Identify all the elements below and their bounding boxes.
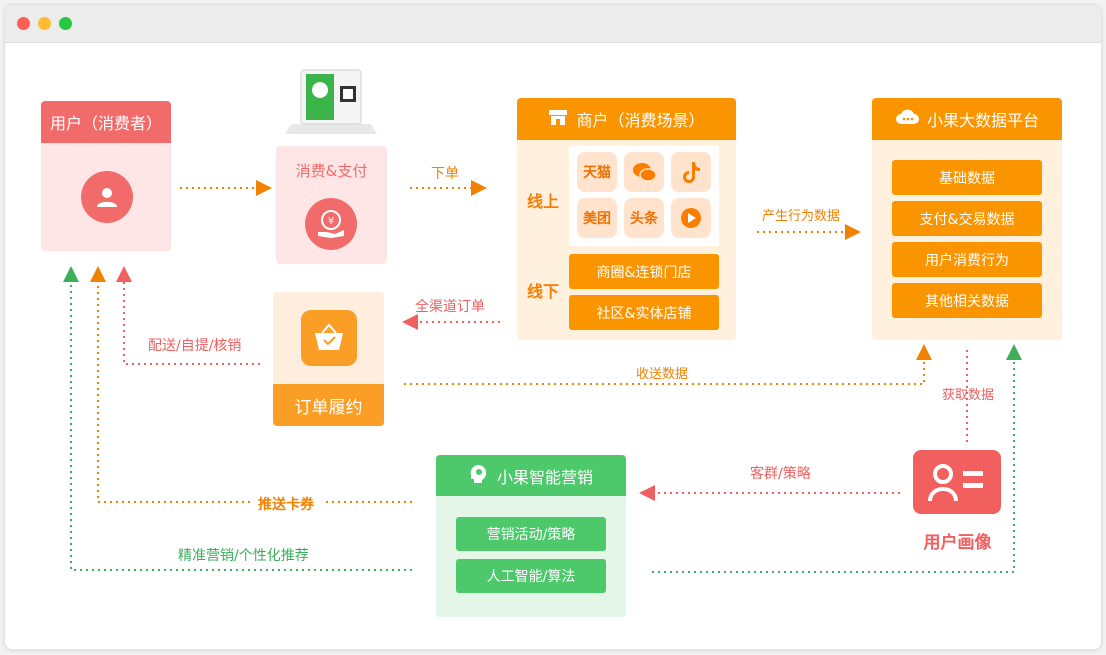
label-push-coupon: 推送卡券 xyxy=(250,494,322,514)
order-node: 订单履约 xyxy=(273,292,384,426)
bigdata-item-2: 用户消费行为 xyxy=(892,242,1042,277)
user-icon xyxy=(81,171,133,223)
marketing-item-1: 人工智能/算法 xyxy=(456,559,606,593)
marketing-node: 小果智能营销 营销活动/策略 人工智能/算法 xyxy=(436,455,626,617)
merchant-title: 商户（消费场景） xyxy=(576,111,705,130)
minimize-window-button[interactable] xyxy=(38,17,51,30)
online-apps-panel: 天猫 美团 头条 xyxy=(569,146,719,246)
cloud-icon xyxy=(895,108,919,130)
marketing-item-0: 营销活动/策略 xyxy=(456,517,606,551)
marketing-header: 小果智能营销 xyxy=(436,455,626,496)
pay-node: 消费&支付 ¥ xyxy=(276,146,387,264)
kuaishou-icon xyxy=(671,198,711,238)
label-receive-data: 收送数据 xyxy=(636,367,689,382)
app-meituan: 美团 xyxy=(577,198,617,238)
marketing-title: 小果智能营销 xyxy=(496,467,593,487)
close-window-button[interactable] xyxy=(17,17,30,30)
yuan-hand-icon: ¥ xyxy=(305,198,357,250)
label-place-order: 下单 xyxy=(431,166,459,182)
payment-terminal-icon xyxy=(285,68,377,140)
title-bar xyxy=(5,5,1101,43)
bigdata-item-1: 支付&交易数据 xyxy=(892,201,1042,236)
wechat-icon xyxy=(624,152,664,192)
id-card-icon xyxy=(913,450,1001,514)
pay-title: 消费&支付 xyxy=(295,162,368,180)
zoom-window-button[interactable] xyxy=(59,17,72,30)
basket-icon xyxy=(301,310,357,366)
portrait-title: 用户画像 xyxy=(923,533,992,553)
user-node: 用户（消费者） xyxy=(41,101,171,251)
bigdata-node: 小果大数据平台 基础数据 支付&交易数据 用户消费行为 其他相关数据 xyxy=(872,98,1062,340)
label-delivery: 配送/自提/核销 xyxy=(148,338,242,354)
svg-text:¥: ¥ xyxy=(328,216,334,227)
label-fetch-data: 获取数据 xyxy=(942,388,995,403)
bigdata-header: 小果大数据平台 xyxy=(872,98,1062,140)
bigdata-item-0: 基础数据 xyxy=(892,160,1042,195)
douyin-icon xyxy=(671,152,711,192)
offline-item-1: 社区&实体店铺 xyxy=(569,295,719,330)
merchant-node: 商户（消费场景） 线上 天猫 美团 头条 线下 商圈&连锁门店 社区&实体店铺 xyxy=(517,98,736,340)
label-all-channel-order: 全渠道订单 xyxy=(415,299,485,315)
bigdata-title: 小果大数据平台 xyxy=(926,111,1039,130)
offline-item-0: 商圈&连锁门店 xyxy=(569,254,719,289)
order-title: 订单履约 xyxy=(273,384,384,426)
app-tmall: 天猫 xyxy=(577,152,617,192)
brain-icon xyxy=(469,464,489,488)
offline-label: 线下 xyxy=(527,282,560,301)
label-behavior-data: 产生行为数据 xyxy=(762,209,841,224)
bigdata-item-3: 其他相关数据 xyxy=(892,283,1042,318)
merchant-header: 商户（消费场景） xyxy=(517,98,736,140)
store-icon xyxy=(548,108,568,130)
online-label: 线上 xyxy=(527,192,560,211)
user-title: 用户（消费者） xyxy=(41,101,171,143)
label-precise-marketing: 精准营销/个性化推荐 xyxy=(178,548,309,564)
label-segment-strategy: 客群/策略 xyxy=(750,466,811,482)
app-toutiao: 头条 xyxy=(624,198,664,238)
